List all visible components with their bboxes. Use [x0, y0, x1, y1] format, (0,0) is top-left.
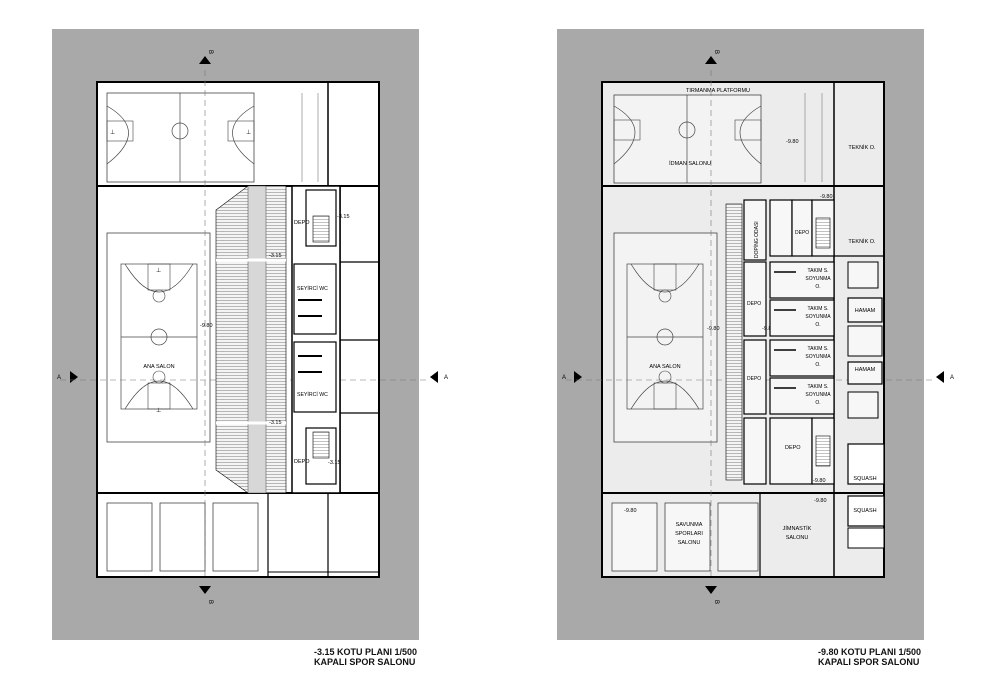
room-label-depo-c: DEPO — [795, 230, 809, 236]
training-court-left: ⊥ ⊥ — [106, 92, 255, 183]
level-stair-top-left: -3.15 — [337, 214, 350, 220]
room-label-climbing: TIRMANMA PLATFORMU — [686, 88, 750, 94]
room-label-depo-b: DEPO — [747, 376, 761, 382]
svg-text:⊥: ⊥ — [246, 129, 251, 136]
room-label-wc-bottom-left: SEYİRCİ WC — [297, 391, 328, 398]
room-label-technical-1: TEKNİK O. — [848, 144, 876, 151]
team2-line1: TAKIM S. — [807, 306, 828, 312]
section-label-a-right-right: A — [950, 375, 954, 381]
team2-line2: SOYUNMA — [805, 314, 831, 320]
section-label-b-bottom-right: B — [713, 600, 719, 604]
room-label-wc-top-left: SEYİRCİ WC — [297, 285, 328, 292]
section-label-b-top-right: B — [713, 50, 719, 54]
section-marker-b-top-right: B — [705, 50, 719, 64]
level-stair-bottom-left: -3.15 — [328, 460, 341, 466]
level-training: -9.80 — [786, 139, 799, 145]
section-marker-b-bottom: B — [199, 586, 213, 604]
room-label-doping: DOPİNG ODASI — [753, 221, 760, 258]
section-label-a-left-right: A — [562, 375, 566, 381]
right-column-rooms — [847, 261, 885, 549]
room-label-training: İDMAN SALONU — [669, 160, 711, 167]
defense-line3: SALONU — [678, 540, 701, 546]
service-block-left — [291, 185, 341, 494]
caption-left: -3.15 KOTU PLANI 1/500 KAPALI SPOR SALON… — [314, 647, 417, 667]
level-depo: -9.80 — [762, 326, 775, 332]
section-label-b-bottom: B — [207, 600, 213, 604]
caption-right: -9.80 KOTU PLANI 1/500 KAPALI SPOR SALON… — [818, 647, 921, 667]
plan-left: B B A A — [52, 29, 448, 640]
room-label-technical-2: TEKNİK O. — [848, 238, 876, 245]
level-lower: -9.80 — [813, 478, 826, 484]
team4-line3: O. — [815, 400, 820, 406]
room-label-depo-bottom-left: DEPO — [294, 459, 310, 465]
section-label-a-left: A — [57, 375, 61, 381]
main-court-left: ⊥ ⊥ — [106, 232, 211, 443]
room-label-squash-1: SQUASH — [853, 476, 876, 482]
room-label-main-hall-left: ANA SALON — [143, 364, 174, 370]
section-label-b-top: B — [207, 50, 213, 54]
level-stair-mid-left: -3.15 — [269, 253, 282, 259]
caption-right-subtitle: KAPALI SPOR SALONU — [818, 657, 920, 667]
main-court-right — [613, 232, 718, 443]
svg-text:⊥: ⊥ — [156, 407, 161, 414]
caption-right-title: -9.80 KOTU PLANI 1/500 — [818, 647, 922, 657]
team4-line2: SOYUNMA — [805, 392, 831, 398]
level-gym: -9.80 — [814, 498, 827, 504]
team3-line1: TAKIM S. — [807, 346, 828, 352]
level-stair-low-left: -3.15 — [269, 420, 282, 426]
room-label-depo-a: DEPO — [747, 301, 761, 307]
team3-line3: O. — [815, 362, 820, 368]
room-label-depo-top-left: DEPO — [294, 220, 310, 226]
room-label-squash-2: SQUASH — [853, 508, 876, 514]
svg-text:⊥: ⊥ — [156, 267, 161, 274]
team2-line3: O. — [815, 322, 820, 328]
caption-left-title: -3.15 KOTU PLANI 1/500 — [314, 647, 418, 657]
team4-line1: TAKIM S. — [807, 384, 828, 390]
team-rooms — [769, 199, 835, 485]
section-marker-a-right: A — [430, 371, 448, 383]
section-marker-b-top: B — [199, 50, 213, 64]
level-hall-right: -9.80 — [707, 326, 720, 332]
tribune-left — [215, 185, 287, 494]
plan-right: B B A A TIR — [557, 29, 954, 640]
team1-line2: SOYUNMA — [805, 276, 831, 282]
gym-line2: SALONU — [786, 535, 809, 541]
room-label-main-hall-right: ANA SALON — [649, 364, 680, 370]
defense-line1: SAVUNMA — [676, 522, 703, 528]
svg-text:⊥: ⊥ — [110, 129, 115, 136]
team1-line1: TAKIM S. — [807, 268, 828, 274]
training-court-right — [613, 94, 762, 184]
room-label-depo-d: DEPO — [785, 445, 801, 451]
section-marker-b-bottom-right: B — [705, 586, 719, 604]
gym-line1: JİMNASTİK — [783, 525, 812, 532]
section-marker-a-right-right: A — [936, 371, 954, 383]
defense-line2: SPORLARI — [675, 531, 703, 537]
level-stair-top-right: -9.80 — [820, 194, 833, 200]
team1-line3: O. — [815, 284, 820, 290]
room-label-hamam-1: HAMAM — [855, 308, 876, 314]
level-defense: -9.80 — [624, 508, 637, 514]
team3-line2: SOYUNMA — [805, 354, 831, 360]
room-label-hamam-2: HAMAM — [855, 367, 876, 373]
level-hall-left: -9.80 — [200, 323, 213, 329]
section-label-a-right: A — [444, 375, 448, 381]
caption-left-subtitle: KAPALI SPOR SALONU — [314, 657, 416, 667]
